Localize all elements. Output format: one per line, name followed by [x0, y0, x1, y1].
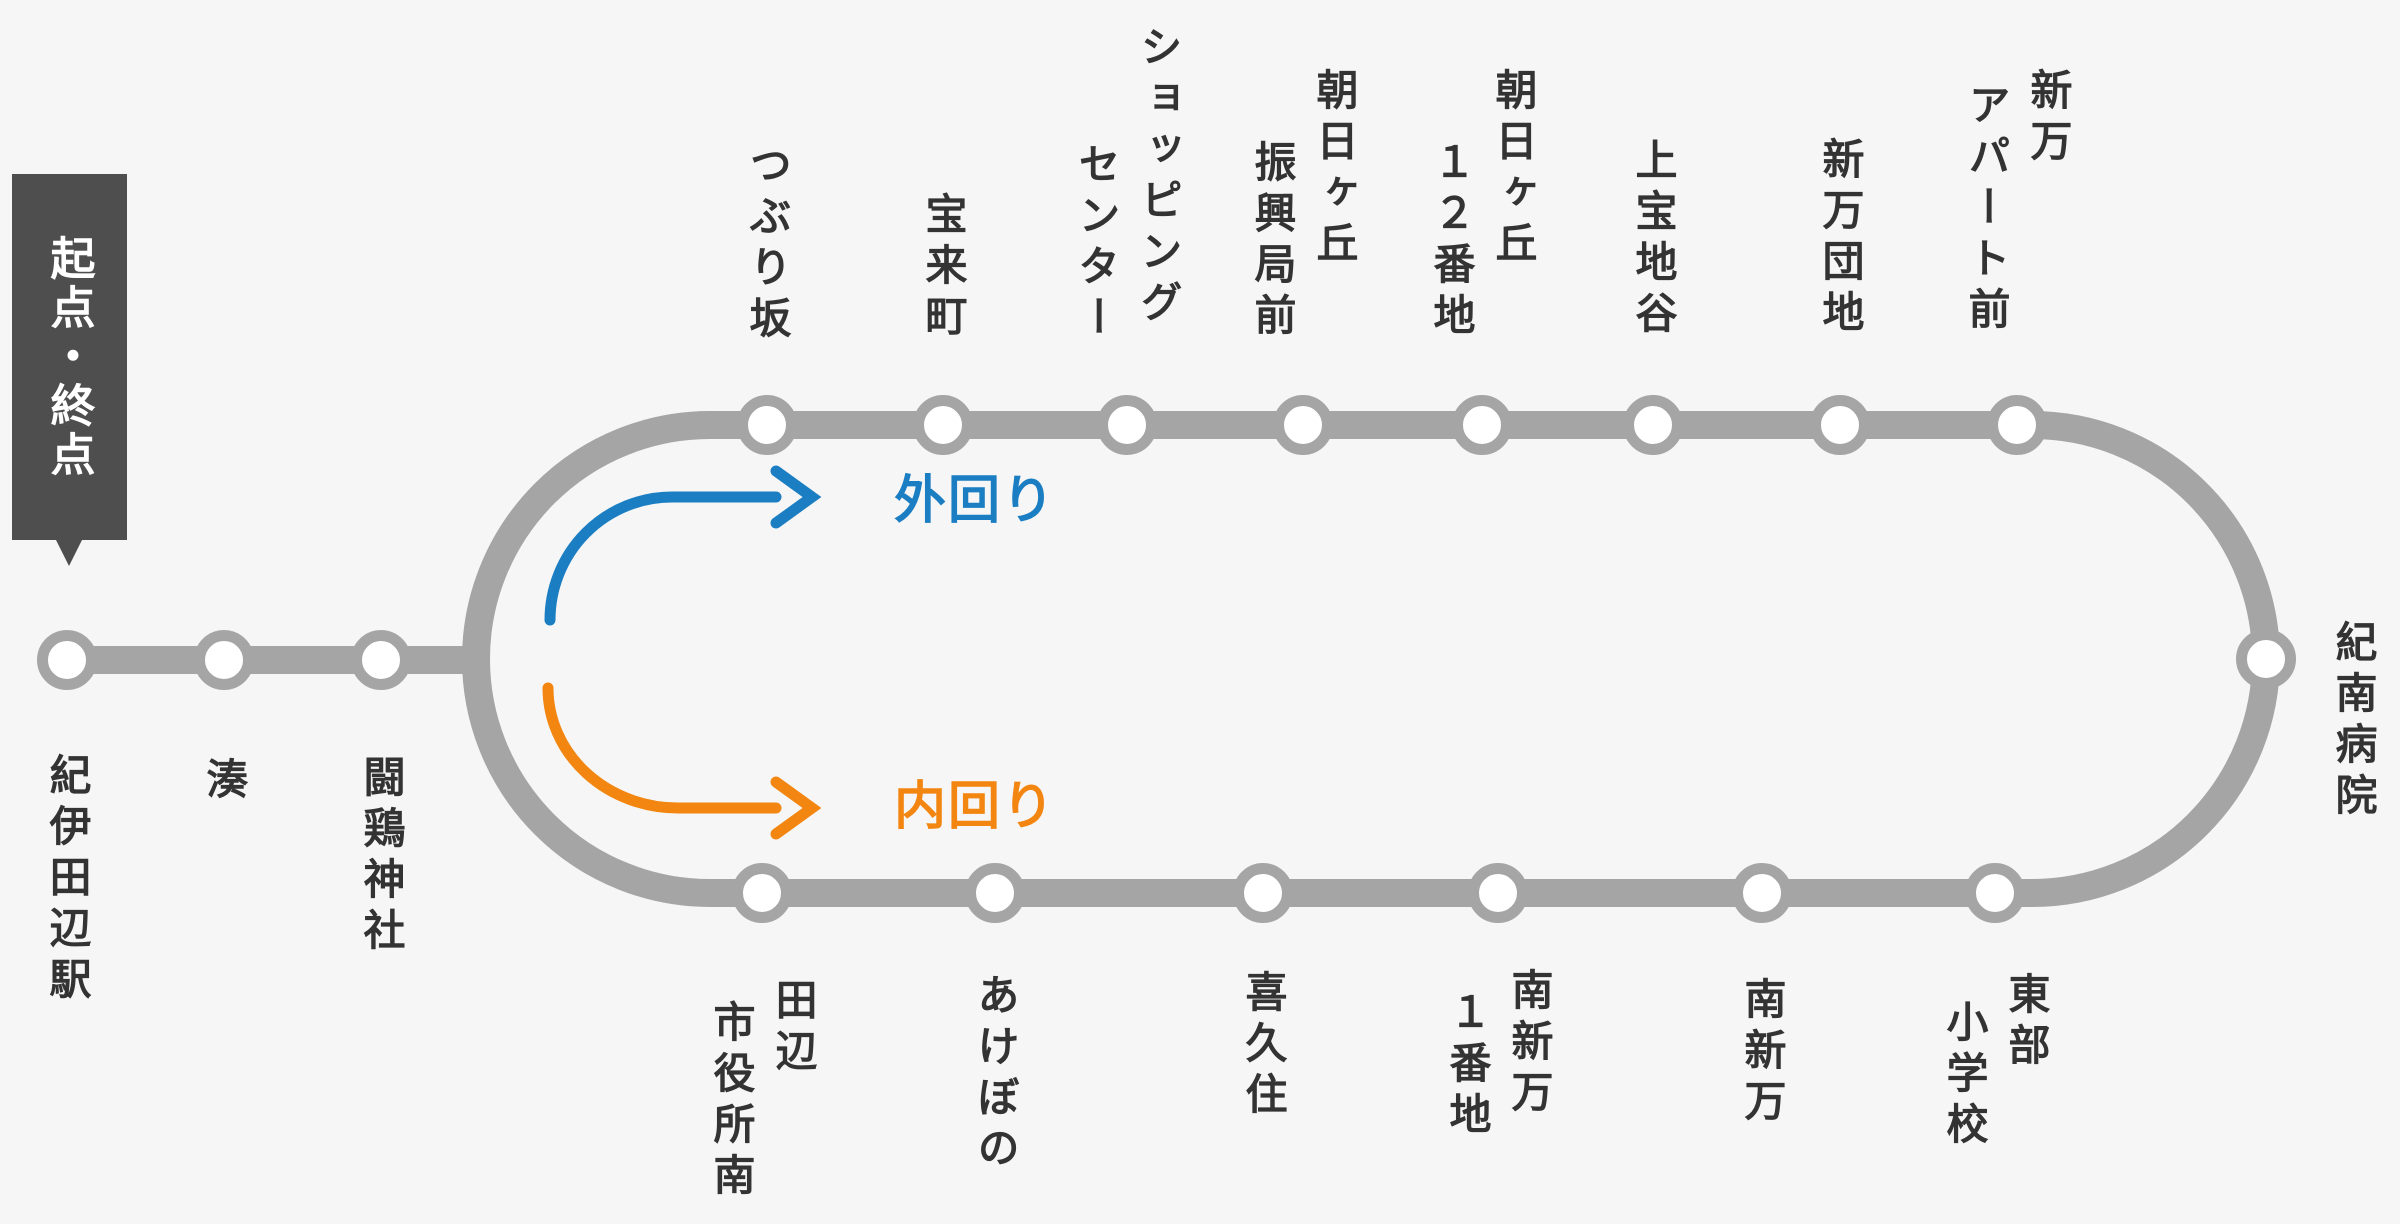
station-label-shinman-apart-mae-col1: 新万 — [2025, 68, 2072, 170]
inner-loop-label: 内回り — [894, 778, 1057, 836]
station-label-asahigaoka-12-banchi-col2: １２番地 — [1428, 140, 1475, 344]
station-label-shinman-apart-mae-col2: アパート前 — [1963, 83, 2010, 338]
station-label-kikuzumi: 喜久住 — [1240, 970, 1287, 1123]
terminal-label: 起点・終点 — [43, 234, 95, 480]
station-label-tanabe-shiyakusho-minami-col2: 市役所南 — [708, 1000, 755, 1204]
station-node-minami-shinman — [1732, 863, 1792, 923]
station-label-tanabe-shiyakusho-minami-col1: 田辺 — [770, 978, 817, 1080]
station-label-minami-shinman: 南新万 — [1739, 977, 1786, 1130]
loop-line — [462, 411, 2280, 907]
station-label-kamihojidani: 上宝地谷 — [1630, 138, 1677, 342]
station-label-kii-tanabe: 紀伊田辺駅 — [44, 753, 91, 1008]
station-node-kii-tanabe — [37, 630, 97, 690]
station-label-shopping-center-col2: センター — [1073, 142, 1120, 346]
station-node-minato — [194, 630, 254, 690]
terminal-box — [12, 174, 127, 566]
station-node-tanabe-shiyakusho-minami — [732, 863, 792, 923]
station-label-asahigaoka-12-banchi-col1: 朝日ヶ丘 — [1490, 68, 1537, 272]
station-node-shinman-apart-mae — [1987, 395, 2047, 455]
inner-loop-arrow-curve — [542, 682, 782, 814]
station-label-minami-shinman-1-banchi-col2: １番地 — [1444, 990, 1491, 1143]
inner-loop-arrowhead — [770, 776, 822, 840]
station-label-minami-shinman-1-banchi-col1: 南新万 — [1506, 968, 1553, 1121]
station-node-horaicho — [913, 395, 973, 455]
station-label-horaicho: 宝来町 — [920, 192, 967, 345]
station-node-shinman-danchi — [1810, 395, 1870, 455]
station-node-asahigaoka-12-banchi — [1452, 395, 1512, 455]
station-node-kamihojidani — [1623, 395, 1683, 455]
station-label-asahigaoka-shinkokyoku-mae-col1: 朝日ヶ丘 — [1311, 68, 1358, 272]
outer-loop-label: 外回り — [894, 472, 1057, 530]
station-node-shopping-center — [1097, 395, 1157, 455]
station-node-asahigaoka-shinkokyoku-mae — [1273, 395, 1333, 455]
terminal-box-pointer — [55, 538, 83, 566]
station-node-tobu-shogakko — [1965, 863, 2025, 923]
station-node-kikuzumi — [1233, 863, 1293, 923]
station-node-kinan-byoin — [2236, 629, 2296, 689]
inner-loop-arrow — [542, 682, 822, 840]
station-node-tsuburizaka — [737, 395, 797, 455]
station-label-tsuburizaka: つぶり坂 — [744, 143, 791, 347]
station-node-akebono — [965, 863, 1025, 923]
station-label-minato: 湊 — [201, 757, 248, 808]
station-label-tobu-shogakko-col1: 東部 — [2003, 972, 2050, 1074]
station-label-kinan-byoin: 紀南病院 — [2330, 620, 2377, 824]
outer-loop-arrow — [544, 465, 822, 626]
station-label-shopping-center-col1: ショッピング — [1135, 25, 1182, 331]
station-node-minami-shinman-1-banchi — [1468, 863, 1528, 923]
station-label-akebono: あけぼの — [972, 973, 1019, 1177]
station-label-shinman-danchi: 新万団地 — [1817, 137, 1864, 341]
outer-loop-arrowhead — [770, 465, 822, 529]
station-label-asahigaoka-shinkokyoku-mae-col2: 振興局前 — [1249, 140, 1296, 344]
outer-loop-arrow-curve — [544, 491, 782, 626]
station-label-tokei-jinja: 闘鶏神社 — [358, 755, 405, 959]
station-label-tobu-shogakko-col2: 小学校 — [1941, 1000, 1988, 1153]
terminal-box-rect — [12, 174, 127, 540]
station-node-tokei-jinja — [351, 630, 411, 690]
